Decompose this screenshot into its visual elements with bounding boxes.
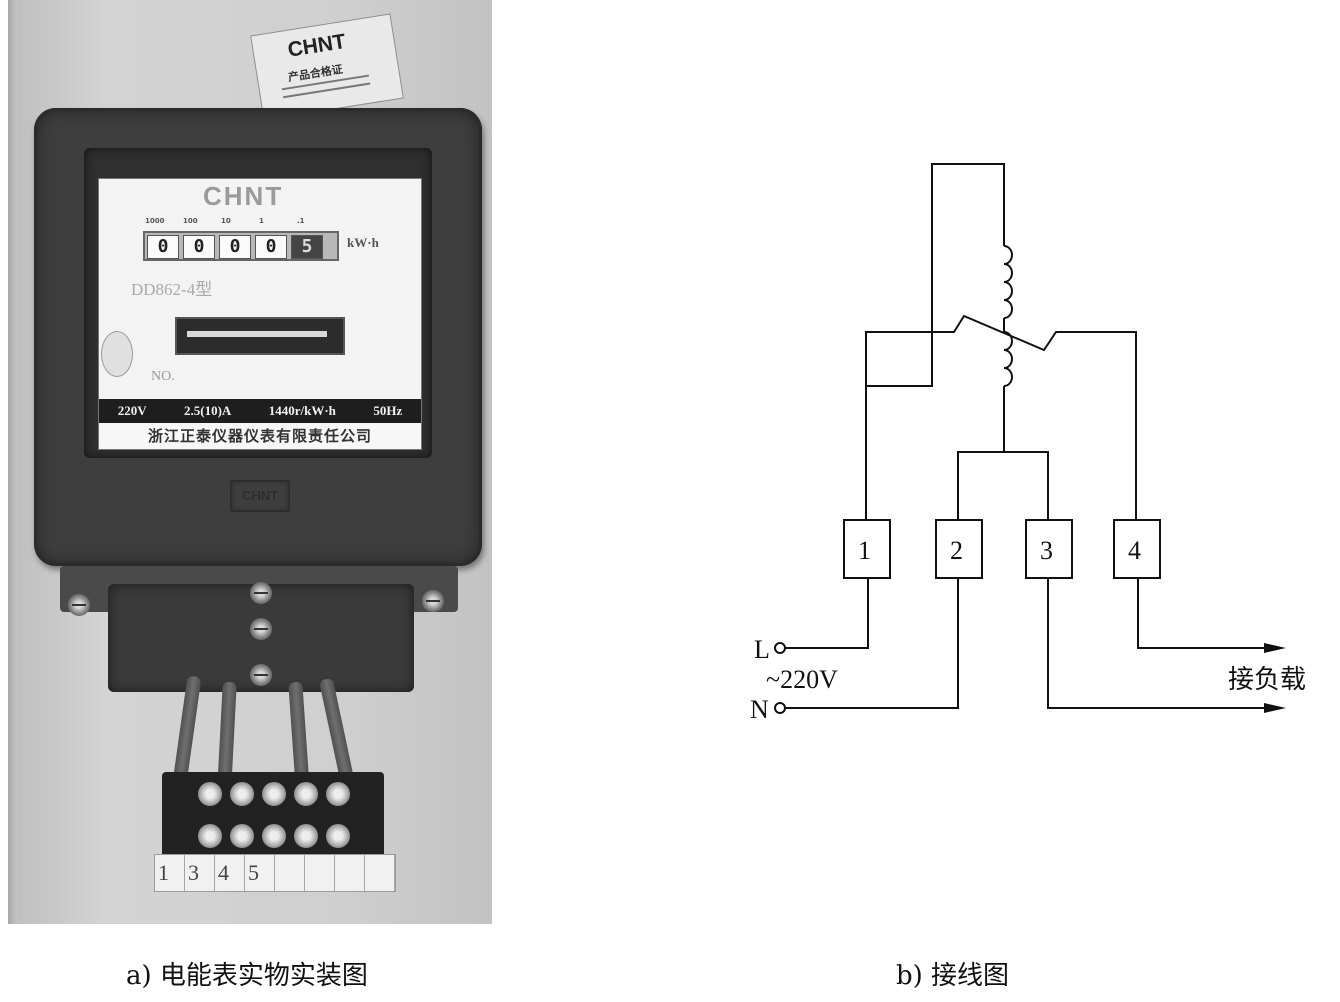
meter-brand: CHNT: [203, 181, 284, 211]
counter-digit: 0: [255, 235, 287, 259]
neutral-input-wire: [786, 578, 959, 709]
unit-label: kW·h: [347, 235, 379, 250]
counter-digit: 5: [291, 235, 323, 259]
counter-digit: 0: [183, 235, 215, 259]
tag-logo: CHNT: [286, 29, 348, 62]
cover-screw: [250, 618, 272, 640]
current-coil: [1003, 331, 1013, 387]
counter-digit: 0: [147, 235, 179, 259]
counter-digit: 0: [219, 235, 251, 259]
caption-diagram: b) 接线图: [896, 961, 1010, 991]
terminal-screw: [294, 824, 318, 848]
ratings-bar: 220V 2.5(10)A 1440r/kW·h 50Hz: [99, 399, 421, 423]
meter-face: CHNT 1000 100 10 1 .1 0 0 0 0 5 kW·h DD862-4…: [98, 178, 422, 450]
line-input-terminal: [774, 642, 786, 654]
terminal1-wire: [865, 331, 932, 520]
scale-mark: 1000: [145, 217, 165, 225]
terminal-screw: [294, 782, 318, 806]
manufacturer-label: 浙江正泰仪器仪表有限责任公司: [99, 423, 421, 449]
scale-mark: 100: [183, 217, 198, 225]
strip-label: 4: [215, 855, 245, 891]
scale-mark: 1: [259, 217, 264, 225]
terminal-label-3: 3: [1040, 536, 1053, 565]
voltage-label: ~220V: [766, 665, 838, 694]
current-path-wire: [865, 314, 1137, 520]
caption-photo: a) 电能表实物实装图: [126, 961, 368, 991]
terminal-label-2: 2: [950, 536, 963, 565]
counter-scale: 1000 100 10 1 .1: [145, 217, 341, 229]
model-label: DD862-4型: [131, 280, 213, 299]
rotor-disk: [187, 331, 327, 337]
cover-screw: [250, 582, 272, 604]
terminal-label-4: 4: [1128, 536, 1141, 565]
load-label: 接负载: [1228, 665, 1306, 695]
scale-mark: 10: [221, 217, 231, 225]
tag-line: [283, 82, 371, 99]
certificate-tag: CHNT 产品合格证: [250, 13, 404, 121]
seal-screw: [250, 664, 272, 686]
line-input-wire: [786, 578, 869, 649]
neutral-input-terminal: [774, 702, 786, 714]
terminal-screw: [198, 824, 222, 848]
wall-shadow: [8, 0, 18, 924]
embossed-logo: CHNT: [230, 480, 290, 512]
voltage-loop-wire: [931, 163, 1005, 344]
load-line-wire: [1137, 578, 1268, 649]
terminal-screw: [230, 782, 254, 806]
mounting-screw: [422, 590, 444, 612]
strip-label: 5: [245, 855, 275, 891]
terminal-screw: [230, 824, 254, 848]
terminal-label-strip: 1 3 4 5: [154, 854, 396, 892]
terminal-screw: [326, 824, 350, 848]
terminal-block: [162, 772, 384, 858]
rating-constant: 1440r/kW·h: [268, 403, 336, 418]
line-label: L: [754, 635, 770, 664]
strip-label: [305, 855, 335, 891]
mounting-screw: [68, 594, 90, 616]
terminal-screw: [326, 782, 350, 806]
neutral-branch-wire: [957, 451, 1049, 520]
rating-frequency: 50Hz: [373, 403, 403, 418]
rating-current: 2.5(10)A: [184, 403, 232, 418]
energy-counter: 0 0 0 0 5: [143, 231, 339, 261]
lead-wire: [318, 677, 356, 787]
wiring-diagram-svg: 1 2 3 4 L ~220V N 接负载: [750, 163, 1306, 724]
serial-label: NO.: [151, 369, 175, 384]
load-neutral-arrow: [1264, 703, 1286, 713]
neutral-label: N: [750, 695, 769, 724]
meter-bezel: CHNT 1000 100 10 1 .1 0 0 0 0 5 kW·h DD862-4…: [84, 148, 432, 458]
strip-label: [365, 855, 395, 891]
strip-label: [335, 855, 365, 891]
terminal-screw: [198, 782, 222, 806]
energy-meter-body: CHNT 1000 100 10 1 .1 0 0 0 0 5 kW·h DD862-4…: [34, 108, 482, 566]
terminal-screw: [262, 824, 286, 848]
rating-voltage: 220V: [117, 403, 147, 418]
scale-mark: .1: [297, 217, 305, 225]
strip-label: 3: [185, 855, 215, 891]
seal-circle: [101, 331, 133, 377]
load-neutral-wire: [1047, 578, 1268, 709]
terminal-screw: [262, 782, 286, 806]
strip-label: 1: [155, 855, 185, 891]
wiring-diagram: 1 2 3 4 L ~220V N 接负载: [690, 150, 1340, 740]
terminal-label-1: 1: [858, 536, 871, 565]
rotor-window: [175, 317, 345, 355]
voltage-coil: [1003, 245, 1013, 319]
load-line-arrow: [1264, 643, 1286, 653]
strip-label: [275, 855, 305, 891]
